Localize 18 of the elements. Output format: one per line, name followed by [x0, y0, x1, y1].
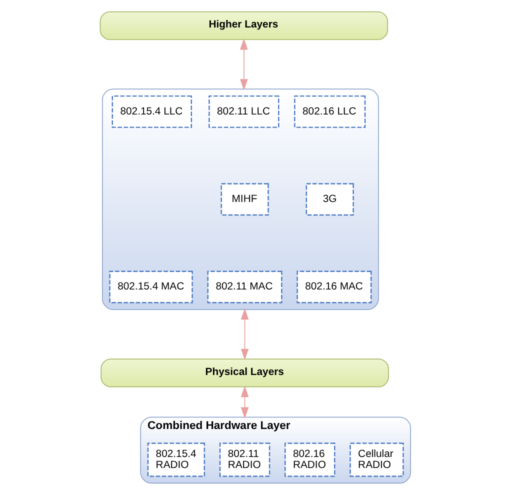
node-box: 802.16 RADIO — [284, 442, 335, 477]
node-box: 802.15.4 RADIO — [146, 442, 205, 477]
node-box: 802.16 LLC — [294, 95, 366, 128]
arrow — [240, 308, 248, 360]
node-box: Cellular RADIO — [349, 442, 404, 477]
node-box: 3G — [305, 183, 354, 216]
node-box: 802.15.4 MAC — [108, 270, 192, 304]
node-box: 802.11 RADIO — [218, 442, 270, 477]
arrow — [239, 38, 248, 90]
node-box: 802.11 MAC — [206, 270, 282, 304]
node-box: MIHF — [220, 183, 268, 216]
node-box: 802.11 LLC — [208, 95, 279, 128]
cluster — [101, 88, 378, 310]
node-box: 802.15.4 LLC — [111, 95, 192, 128]
node-box: Higher Layers — [99, 11, 388, 40]
node-box: 802.16 MAC — [296, 270, 372, 304]
arrow — [240, 386, 248, 419]
node-box: Physical Layers — [100, 358, 388, 388]
